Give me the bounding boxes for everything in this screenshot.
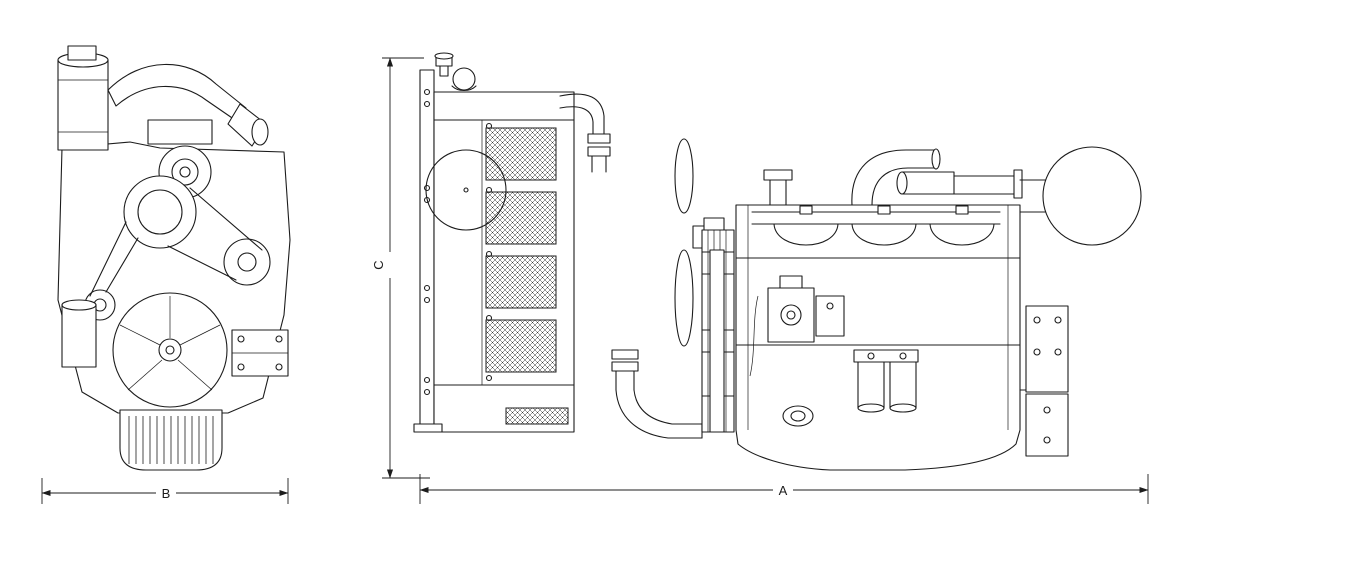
fan-shroud-circle [425, 149, 507, 231]
flywheel-housing [1019, 146, 1142, 246]
bottom-hose [611, 349, 703, 439]
radiator-cap [434, 52, 477, 92]
exhaust-elbow [851, 148, 941, 206]
injection-pump [767, 275, 845, 343]
cooling-fan [112, 292, 228, 408]
alternator-pulley [223, 238, 271, 286]
valve-cover [147, 119, 213, 145]
side-view [413, 52, 1142, 471]
dimension-a: A [419, 474, 1149, 504]
front-view [57, 45, 291, 471]
starter [782, 405, 814, 427]
dimension-a-label: A [779, 483, 788, 498]
intake-elbow [107, 63, 269, 147]
drive-belt [89, 187, 263, 297]
front-mount [709, 249, 725, 433]
top-hose [559, 93, 611, 173]
dimension-b-label: B [162, 486, 171, 501]
bottom-grille [505, 407, 569, 425]
engine-silhouette [735, 204, 1021, 471]
oil-filter [61, 299, 97, 368]
dimension-c-label: C [371, 260, 386, 269]
air-cleaner [57, 45, 109, 151]
engine-block [709, 148, 1023, 471]
radiator-foot [413, 423, 443, 433]
air-crossover-pipe [896, 169, 1023, 199]
rear-mount-bracket [1019, 305, 1069, 457]
fan-blades [674, 138, 706, 347]
crank-pulley [123, 175, 197, 249]
fuel-filters [853, 349, 919, 413]
radiator-core [485, 122, 557, 382]
mounting-bracket [231, 329, 289, 377]
dipstick [749, 295, 759, 377]
intake-stub [763, 169, 793, 206]
oil-pan-front [119, 409, 223, 471]
dimension-c: C [371, 57, 430, 479]
dimension-b: B [41, 478, 289, 504]
exhaust-manifold [751, 205, 1001, 246]
radiator [413, 52, 575, 433]
